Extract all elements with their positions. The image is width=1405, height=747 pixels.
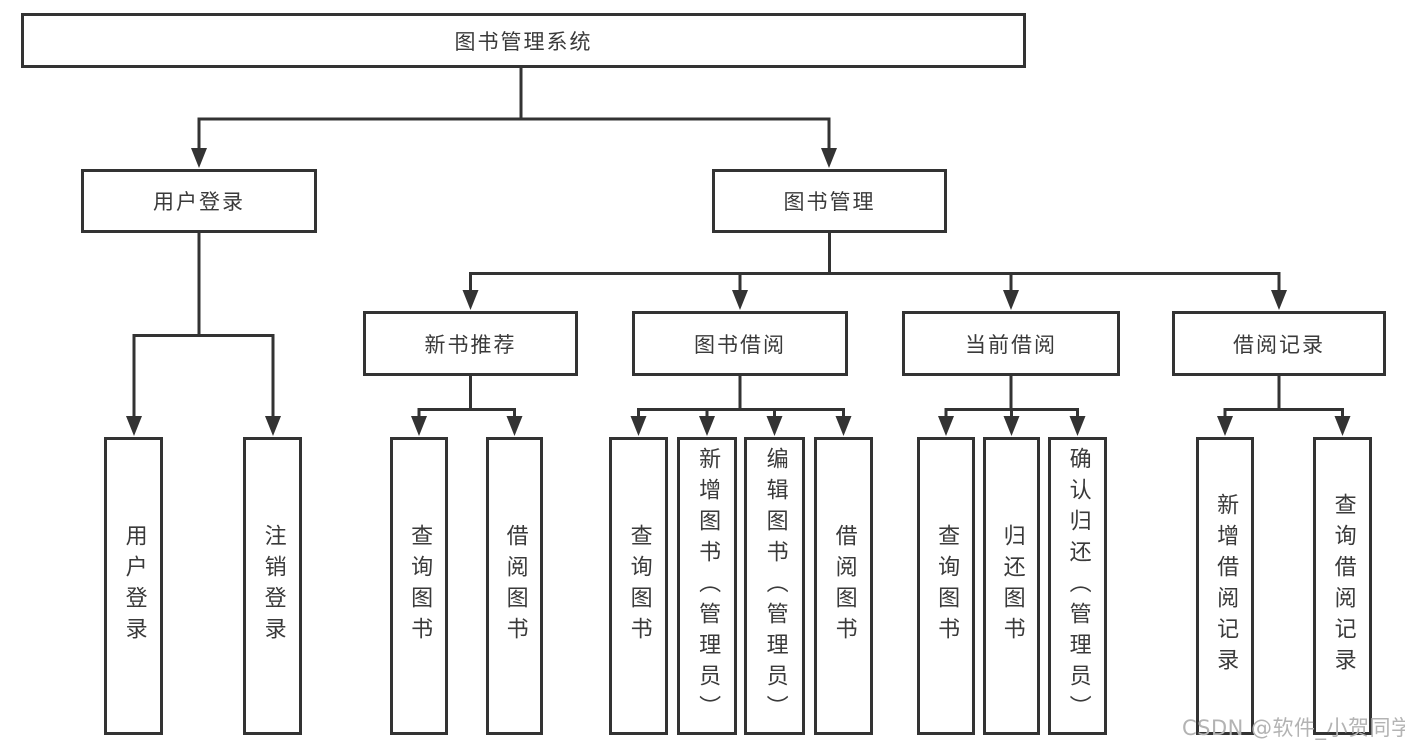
leaf-query-borrow-record: 查询借阅记录 xyxy=(1313,437,1372,735)
node-borrowing-records: 借阅记录 xyxy=(1172,311,1386,376)
arrow-down-icon xyxy=(1003,290,1019,310)
node-new-book-recommendation: 新书推荐 xyxy=(363,311,578,376)
tree-edges xyxy=(132,68,1344,418)
csdn-watermark: CSDN @软件_小贺同学 xyxy=(1182,716,1405,740)
leaf-edit-books-admin: 编辑图书（管理员） xyxy=(744,437,805,735)
leaf-label: 查询图书 xyxy=(407,524,433,648)
leaf-label: 借阅图书 xyxy=(502,524,528,648)
leaf-query-books-borrow: 查询图书 xyxy=(609,437,668,735)
arrow-down-icon xyxy=(766,416,783,436)
node-label: 当前借阅 xyxy=(965,332,1057,357)
leaf-borrow-books-recommend: 借阅图书 xyxy=(486,437,543,735)
leaf-label: 用户登录 xyxy=(121,524,147,648)
leaf-label: 查询图书 xyxy=(626,524,652,648)
leaf-label: 注销登录 xyxy=(260,524,286,648)
leaf-label: 查询借阅记录 xyxy=(1330,493,1356,679)
node-current-borrowing: 当前借阅 xyxy=(902,311,1120,376)
leaf-user-login: 用户登录 xyxy=(104,437,163,735)
arrow-down-icon xyxy=(938,416,954,436)
node-label: 用户登录 xyxy=(153,190,245,214)
leaf-label: 借阅图书 xyxy=(831,524,857,648)
arrow-down-icon xyxy=(265,416,281,436)
node-book-borrowing: 图书借阅 xyxy=(632,311,848,376)
arrowhead-icons xyxy=(126,148,1351,436)
node-label: 图书借阅 xyxy=(694,332,786,357)
leaf-add-books-admin: 新增图书（管理员） xyxy=(677,437,737,735)
arrow-down-icon xyxy=(506,416,523,436)
leaf-label: 确认归还（管理员） xyxy=(1065,446,1091,726)
arrow-down-icon xyxy=(1334,416,1351,436)
leaf-label: 新增借阅记录 xyxy=(1213,493,1239,679)
node-label: 借阅记录 xyxy=(1233,332,1325,357)
node-user-login: 用户登录 xyxy=(81,169,317,233)
arrow-down-icon xyxy=(821,148,837,168)
leaf-label: 编辑图书（管理员） xyxy=(762,446,788,726)
arrow-down-icon xyxy=(699,416,715,436)
edge-segments xyxy=(132,68,1344,418)
leaf-query-books-current: 查询图书 xyxy=(917,437,975,735)
arrow-down-icon xyxy=(126,416,142,436)
arrow-down-icon xyxy=(411,416,427,436)
leaf-label: 查询图书 xyxy=(934,524,960,648)
arrow-down-icon xyxy=(191,148,207,168)
node-book-management: 图书管理 xyxy=(712,169,947,233)
node-library-management-system: 图书管理系统 xyxy=(21,13,1026,68)
arrow-down-icon xyxy=(1069,416,1086,436)
arrow-down-icon xyxy=(835,416,852,436)
leaf-borrow-books: 借阅图书 xyxy=(814,437,873,735)
node-label: 图书管理系统 xyxy=(454,29,593,54)
arrow-down-icon xyxy=(1217,416,1233,436)
arrow-down-icon xyxy=(732,290,748,310)
leaf-add-borrow-record: 新增借阅记录 xyxy=(1196,437,1254,735)
leaf-label: 新增图书（管理员） xyxy=(695,446,721,726)
arrow-down-icon xyxy=(1271,290,1287,310)
leaf-return-books: 归还图书 xyxy=(983,437,1040,735)
node-label: 图书管理 xyxy=(783,190,876,214)
leaf-logout: 注销登录 xyxy=(243,437,302,735)
arrow-down-icon xyxy=(462,290,479,310)
leaf-confirm-return-admin: 确认归还（管理员） xyxy=(1048,437,1107,735)
leaf-label: 归还图书 xyxy=(999,524,1025,648)
node-label: 新书推荐 xyxy=(424,332,517,357)
arrow-down-icon xyxy=(630,416,647,436)
arrow-down-icon xyxy=(1003,416,1020,436)
leaf-query-books-recommend: 查询图书 xyxy=(390,437,448,735)
